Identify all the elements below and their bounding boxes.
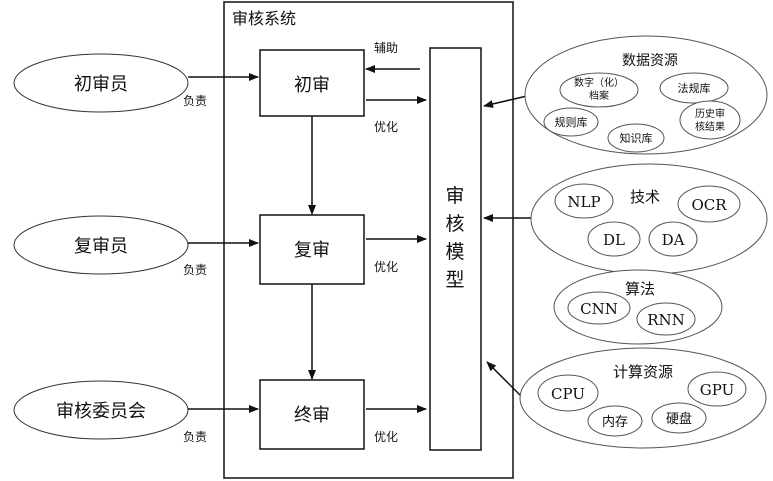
- tech-item-nlp: NLP: [554, 183, 614, 219]
- resource-title: 数据资源: [622, 53, 678, 69]
- resource-item-rule-library: 规则库: [543, 107, 599, 137]
- edge-label-assist: 辅助: [374, 41, 398, 55]
- svg-text:规则库: 规则库: [555, 115, 588, 129]
- reviewer-committee: 审核委员会: [13, 380, 189, 440]
- svg-text:数字（化）: 数字（化）: [574, 76, 624, 89]
- stage-label: 终审: [294, 405, 330, 426]
- reviewer-label: 初审员: [74, 74, 128, 95]
- system-title: 审核系统: [232, 9, 296, 28]
- resource-data: 数据资源 数字（化） 档案 法规库 规则库 知识库 历史审 核结果: [524, 35, 768, 155]
- svg-text:NLP: NLP: [567, 193, 600, 211]
- edge-label-optimize: 优化: [374, 430, 398, 444]
- reviewer-label: 审核委员会: [56, 401, 146, 422]
- tech-item-ocr: OCR: [677, 185, 741, 223]
- edge-label-responsible: 负责: [183, 263, 207, 277]
- audit-model: 审 核 模 型: [429, 47, 482, 451]
- svg-text:知识库: 知识库: [620, 131, 653, 145]
- edge-label-optimize: 优化: [374, 120, 398, 134]
- stage-label: 复审: [294, 240, 330, 261]
- model-char: 模: [445, 241, 464, 263]
- svg-text:RNN: RNN: [647, 311, 685, 329]
- model-char: 型: [445, 269, 464, 291]
- edge-label-optimize: 优化: [374, 260, 398, 274]
- model-char: 核: [445, 213, 464, 235]
- svg-text:内存: 内存: [602, 414, 628, 430]
- arrow-compute-to-model: [486, 361, 526, 401]
- svg-text:DA: DA: [662, 231, 685, 249]
- stage-fu: 复审: [259, 214, 365, 285]
- reviewer-fu: 复审员: [13, 215, 189, 275]
- stage-chu: 初审: [259, 49, 365, 117]
- resource-algorithm: 算法 CNN RNN: [553, 269, 723, 345]
- svg-text:硬盘: 硬盘: [666, 411, 692, 427]
- resource-tech: 技术 NLP OCR DL DA: [530, 163, 768, 275]
- model-char: 审: [445, 185, 464, 207]
- svg-text:GPU: GPU: [700, 381, 734, 399]
- reviewer-chu: 初审员: [13, 53, 189, 113]
- compute-item-memory: 内存: [587, 405, 643, 437]
- resource-title: 技术: [630, 188, 660, 206]
- svg-text:法规库: 法规库: [678, 81, 711, 95]
- svg-text:档案: 档案: [589, 89, 609, 102]
- resource-title: 算法: [625, 280, 655, 298]
- svg-text:DL: DL: [603, 231, 625, 249]
- stage-label: 初审: [294, 75, 330, 96]
- system-frame: [223, 1, 514, 479]
- algo-item-rnn: RNN: [636, 302, 696, 336]
- svg-text:OCR: OCR: [691, 196, 727, 214]
- stage-zhong: 终审: [259, 379, 365, 450]
- edge-label-responsible: 负责: [183, 94, 207, 108]
- tech-item-da: DA: [648, 221, 698, 257]
- compute-item-disk: 硬盘: [651, 402, 707, 434]
- algo-item-cnn: CNN: [567, 291, 631, 325]
- resource-item-digital-archive: 数字（化） 档案: [559, 72, 639, 108]
- resource-compute: 计算资源 CPU GPU 内存 硬盘: [519, 347, 767, 449]
- edge-label-responsible: 负责: [183, 430, 207, 444]
- arrow-data-to-model: [483, 95, 528, 108]
- tech-item-dl: DL: [587, 221, 641, 257]
- reviewer-label: 复审员: [74, 236, 128, 257]
- resource-item-knowledge-base: 知识库: [607, 123, 665, 153]
- svg-text:CPU: CPU: [551, 385, 585, 403]
- svg-text:CNN: CNN: [580, 300, 618, 318]
- resource-item-history-results: 历史审 核结果: [679, 100, 741, 140]
- resource-item-law-library: 法规库: [659, 72, 729, 104]
- compute-item-gpu: GPU: [687, 371, 747, 407]
- svg-text:核结果: 核结果: [695, 120, 725, 133]
- compute-item-cpu: CPU: [537, 374, 599, 412]
- resource-title: 计算资源: [613, 363, 673, 381]
- svg-text:历史审: 历史审: [695, 107, 725, 120]
